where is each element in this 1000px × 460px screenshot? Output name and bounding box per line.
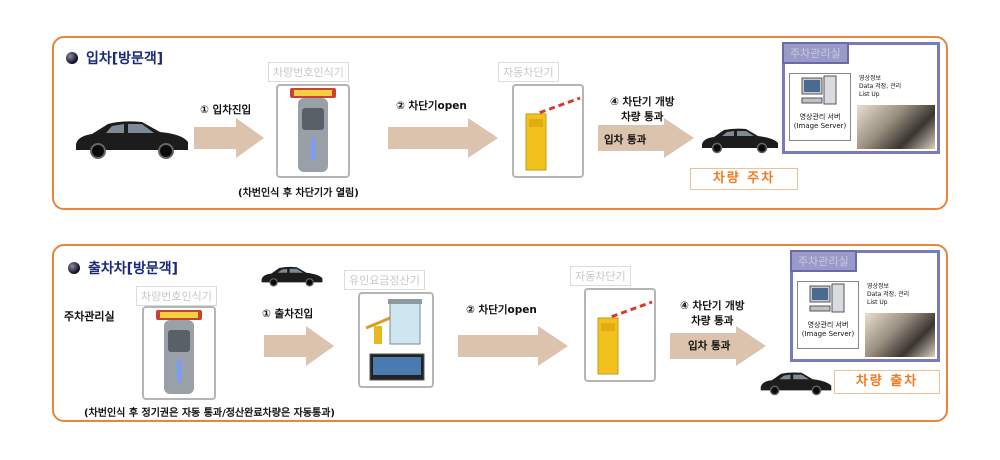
- entry-server-line1: 영상관리 서버: [799, 113, 841, 121]
- entry-lpr-box: [276, 84, 350, 178]
- exit-step4: ④ 차단기 개방 차량 통과: [680, 298, 745, 328]
- small-car-icon: [702, 128, 778, 154]
- exit-info-line2: Data 저장, 관리: [867, 291, 910, 298]
- entry-info-line1: 영상정보: [859, 75, 882, 82]
- exit-flow-arrow-3: [670, 326, 766, 366]
- exit-payment-label: 유인요금정산기: [344, 270, 425, 290]
- exit-panel: 출차차[방문객] 주차관리실 차량번호인식기 (차번인식 후 정기권은 자동 통…: [52, 244, 948, 422]
- exit-result: 차량 출차: [834, 370, 940, 394]
- entry-control-tab: 주차관리실: [782, 42, 849, 64]
- bullet-icon: [66, 52, 78, 64]
- lpr-machine-icon: [156, 310, 202, 394]
- exit-step2: ② 차단기open: [466, 304, 537, 316]
- exit-side-label: 주차관리실: [64, 310, 115, 323]
- exit-control-room: 주차관리실 영상관리 서버 (Image Server) 영상정보 Data 저…: [790, 250, 940, 362]
- entry-lpr-label: 차량번호인식기: [268, 62, 349, 82]
- entry-barrier-box: [512, 84, 584, 178]
- exit-title-text: 출차차[방문객]: [88, 261, 179, 277]
- exit-control-tab: 주차관리실: [790, 250, 857, 272]
- exit-title: 출차차[방문객]: [68, 258, 178, 278]
- exit-car-icon: [261, 266, 323, 287]
- exit-barrier-label: 자동차단기: [570, 266, 631, 286]
- entry-step2: ② 차단기open: [396, 100, 467, 112]
- exit-step4-line2: 차량 통과: [691, 315, 734, 327]
- entry-step1: ① 입차진입: [200, 104, 252, 116]
- exit-flow-arrow-2: [458, 326, 568, 366]
- flow-arrow-2: [388, 118, 498, 158]
- entry-title-text: 입차[방문객]: [86, 51, 164, 67]
- computer-icon: [809, 283, 845, 313]
- exit-lpr-caption: (차번인식 후 정기권은 자동 통과/정산완료차량은 자동통과): [84, 408, 336, 419]
- exit-server-line1: 영상관리 서버: [807, 321, 849, 329]
- entry-panel: 입차[방문객] ① 입차진입 차량번호인식기 (차번인식 후 차단기가 열림) …: [52, 36, 948, 210]
- exit-flow-arrow-1: [264, 326, 334, 366]
- exit-step4-line1: ④ 차단기 개방: [680, 300, 745, 312]
- entry-lpr-caption: (차번인식 후 차단기가 열림): [238, 188, 359, 199]
- barrier-gate-icon: [597, 300, 653, 375]
- exit-server-card: 영상관리 서버 (Image Server): [797, 281, 859, 349]
- flow-arrow-1: [194, 118, 264, 158]
- entry-server-card: 영상관리 서버 (Image Server): [789, 73, 851, 141]
- exit-lpr-label: 차량번호인식기: [136, 286, 217, 306]
- computer-icon: [801, 75, 837, 105]
- lpr-machine-icon: [290, 88, 336, 172]
- entry-step4-line2: 차량 통과: [621, 111, 664, 123]
- entry-step4-line1: ④ 차단기 개방: [610, 96, 675, 108]
- entry-server-line2: (Image Server): [793, 122, 847, 130]
- exit-server-line2: (Image Server): [801, 330, 855, 338]
- exit-step1: ① 출차진입: [262, 308, 314, 320]
- payment-booth-icon: [365, 299, 425, 381]
- exit-payment-box: [358, 292, 434, 388]
- exit-bottom-car-icon: [760, 372, 832, 396]
- entry-info-line2: Data 저장, 관리: [859, 83, 902, 90]
- entry-barrier-label: 자동차단기: [498, 62, 559, 82]
- entry-result: 차량 주차: [690, 168, 798, 190]
- bullet-icon: [68, 262, 80, 274]
- entry-control-room: 주차관리실 영상관리 서버 (Image Server) 영상정보 Data 저…: [782, 42, 940, 154]
- entry-title: 입차[방문객]: [66, 48, 163, 68]
- entry-step4: ④ 차단기 개방 차량 통과: [610, 94, 675, 124]
- exit-barrier-box: [584, 288, 656, 382]
- exit-info-line3: List Up: [867, 299, 888, 306]
- exit-info-card: 영상정보 Data 저장, 관리 List Up: [863, 281, 937, 309]
- entry-info-card: 영상정보 Data 저장, 관리 List Up: [855, 73, 935, 101]
- entry-info-line3: List Up: [859, 91, 880, 98]
- exit-info-line1: 영상정보: [867, 283, 890, 290]
- exit-pass-label: 입차 통과: [688, 340, 731, 352]
- entry-operator-photo: [857, 105, 935, 149]
- exit-operator-photo: [865, 313, 935, 357]
- entry-pass-label: 입차 통과: [604, 134, 647, 146]
- car-icon: [76, 121, 188, 159]
- exit-lpr-box: [142, 306, 216, 400]
- barrier-gate-icon: [525, 96, 581, 171]
- flow-arrow-3: [598, 118, 694, 158]
